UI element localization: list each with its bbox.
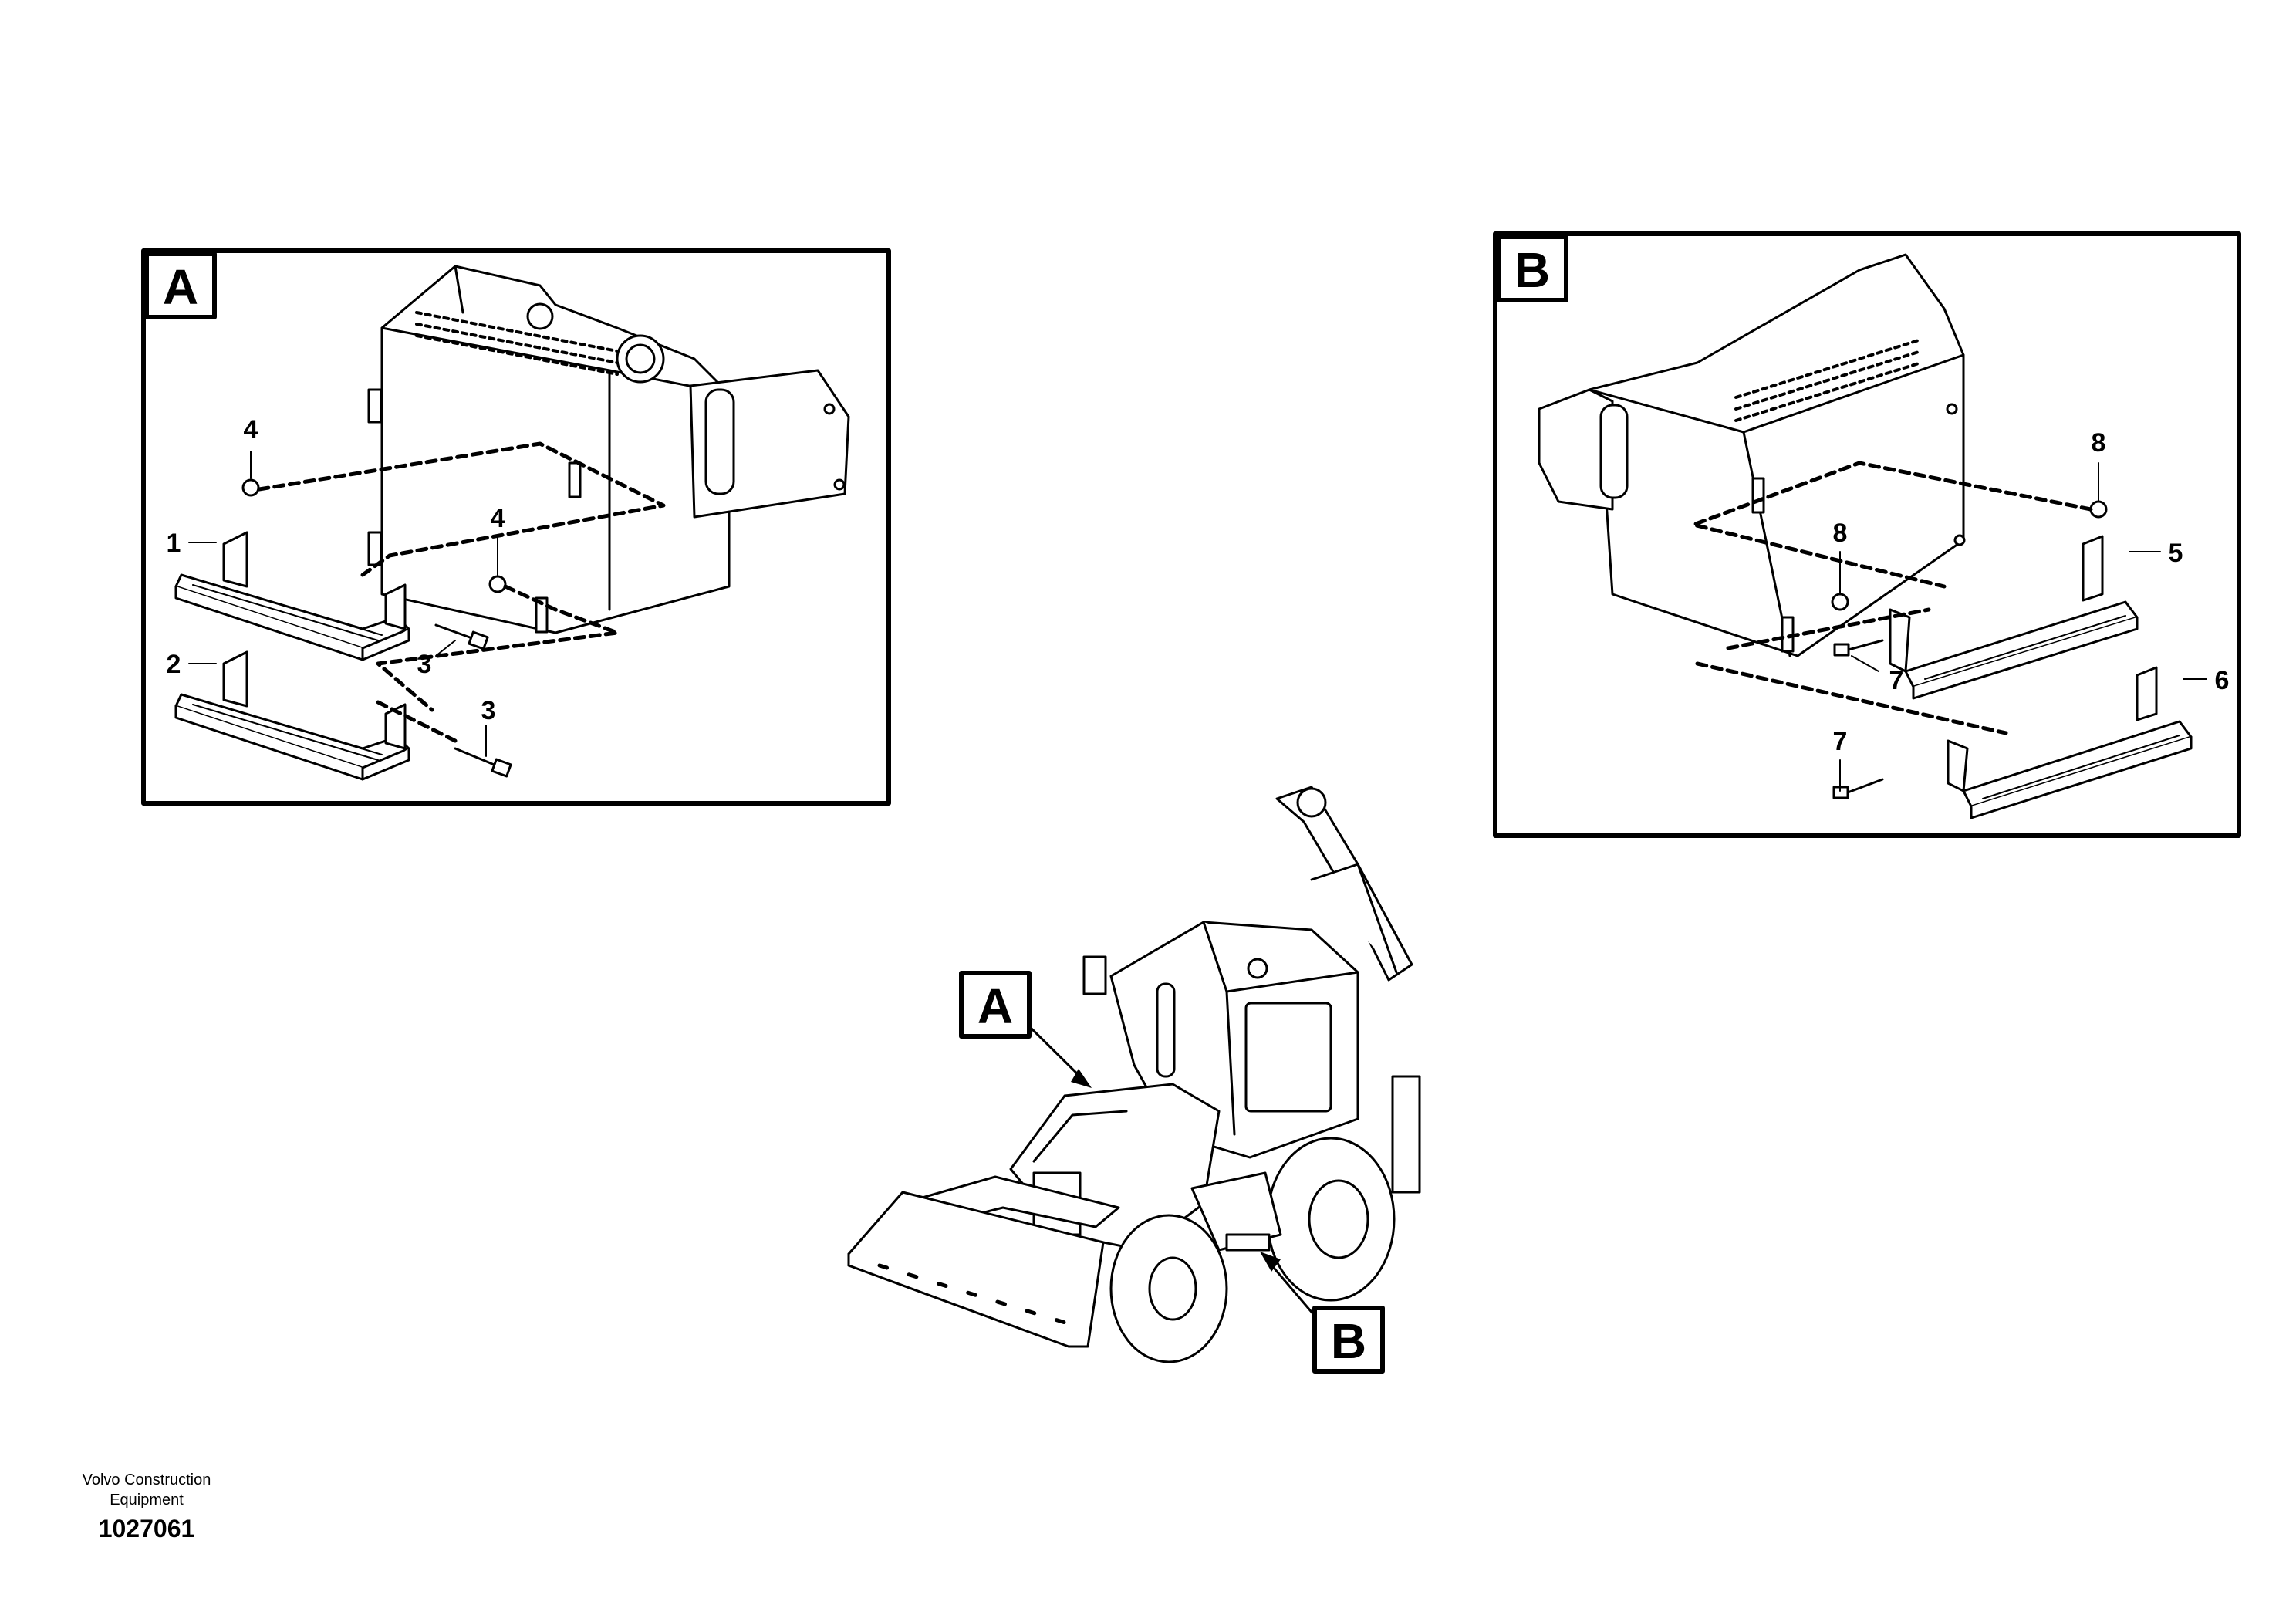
bolt-7-upper-b <box>1833 639 1884 657</box>
machine-label-a: A <box>959 971 1092 1088</box>
washer-4-upper-a <box>241 478 260 497</box>
bolt-3-lower-a <box>454 747 512 778</box>
panel-a-title: A <box>163 259 198 315</box>
mirror <box>1082 955 1107 995</box>
panel-b-title: B <box>1514 242 1550 298</box>
callout-1: 1 <box>167 529 181 558</box>
tank-vents-a <box>415 311 619 376</box>
callout-5: 5 <box>2169 539 2183 568</box>
drawing-id: 1027061 <box>98 1515 195 1543</box>
company-name: Volvo Construction Equipment <box>46 1470 247 1510</box>
panel-a-frame <box>141 248 891 806</box>
leader-lines-a <box>188 451 498 757</box>
callout-8-right: 8 <box>2092 428 2106 458</box>
callout-3-upper: 3 <box>417 650 432 679</box>
panel-b-frame <box>1493 231 2241 838</box>
tank-housing-b <box>1538 253 1966 657</box>
machine-label-a-text: A <box>977 978 1013 1034</box>
machine-label-b-box <box>1312 1306 1385 1374</box>
callout-6: 6 <box>2215 666 2230 695</box>
machine-label-b: B <box>1260 1252 1385 1374</box>
washer-8-right-b <box>2089 500 2108 519</box>
callout-4-upper: 4 <box>244 415 258 444</box>
tank-vents-b <box>1734 338 1923 422</box>
callout-8-center: 8 <box>1833 519 1848 548</box>
step-6-b <box>1947 666 2193 819</box>
stabilizer <box>1391 1075 1421 1194</box>
backhoe-loader-illustration <box>847 786 1421 1363</box>
panel-a-title-box <box>144 252 217 319</box>
panel-b-title-box <box>1496 235 1568 302</box>
machine-label-a-box <box>959 971 1032 1039</box>
callout-2: 2 <box>167 650 181 679</box>
side-step <box>1190 1171 1282 1252</box>
washer-4-lower-a <box>488 575 507 593</box>
leader-lines-b <box>1839 462 2207 792</box>
company-line-2: Equipment <box>110 1492 184 1509</box>
company-line-1: Volvo Construction <box>82 1472 211 1489</box>
step-5-b <box>1889 535 2139 700</box>
step-2-a <box>174 650 410 781</box>
callout-7-lower: 7 <box>1833 727 1848 756</box>
washer-8-center-b <box>1831 593 1849 611</box>
step-1-a <box>174 531 410 661</box>
callout-3-lower: 3 <box>481 696 496 725</box>
bolt-7-lower-b <box>1832 778 1884 799</box>
assembly-lines-a <box>257 441 666 743</box>
bolt-3-upper-a <box>434 623 489 650</box>
callout-4-lower: 4 <box>491 504 505 533</box>
detail-panel-b: B <box>1493 231 2241 838</box>
assembly-lines-b <box>1691 461 2093 735</box>
tank-housing-a <box>367 265 850 634</box>
detail-panel-a: A <box>141 248 891 806</box>
exhaust-stack <box>1156 982 1176 1078</box>
machine-label-b-text: B <box>1331 1313 1366 1369</box>
callout-7-upper: 7 <box>1889 666 1904 695</box>
